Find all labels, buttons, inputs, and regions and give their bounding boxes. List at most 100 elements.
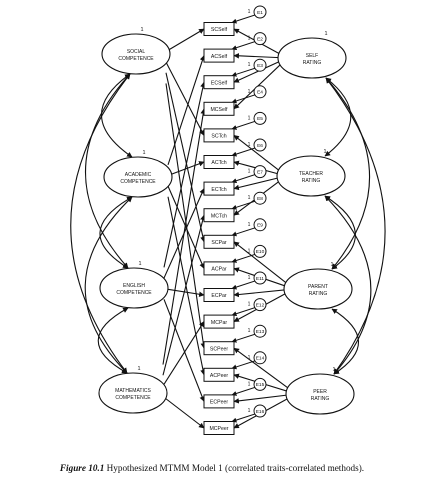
method-ellipse-self xyxy=(277,37,347,79)
indicator-label-MCTch: MCTch xyxy=(211,213,227,219)
error-path-E3 xyxy=(231,67,256,77)
indicator-label-ECPeer: ECPeer xyxy=(210,400,228,406)
cov-method-parent-peer xyxy=(331,308,359,375)
error-loading-E14: 1 xyxy=(248,355,251,361)
indicator-label-ECTch: ECTch xyxy=(211,187,226,193)
path-trait-ec-ECTch xyxy=(163,188,205,279)
error-path-E10 xyxy=(231,253,256,263)
error-circle-E9 xyxy=(253,218,267,232)
indicator-label-ECPar: ECPar xyxy=(211,293,227,299)
indicator-label-SCSelf: SCSelf xyxy=(211,27,228,33)
error-circle-E3 xyxy=(253,58,267,72)
path-method-peer-SCPeer xyxy=(233,347,291,390)
path-trait-sc-SCPeer xyxy=(165,83,207,349)
path-trait-ac-ACTch xyxy=(167,161,205,177)
cov-method-teacher-peer xyxy=(324,195,372,375)
trait-label-ac-0: ACADEMIC xyxy=(125,172,152,178)
caption-text: Hypothesized MTMM Model 1 (correlated tr… xyxy=(106,463,365,473)
error-loading-E7: 1 xyxy=(248,169,251,175)
caption-label: Figure 10.1 xyxy=(59,463,105,473)
trait-ellipse-ec xyxy=(99,267,169,309)
error-path-E8 xyxy=(231,200,256,210)
cov-method-self-teacher xyxy=(324,77,352,157)
indicator-box-SCPeer xyxy=(203,341,235,356)
trait-label-mc-1: COMPETENCE xyxy=(115,395,151,401)
error-loading-E3: 1 xyxy=(248,62,251,68)
path-trait-mc-MCPeer xyxy=(162,396,205,429)
figure-caption: Figure 10.1 Hypothesized MTMM Model 1 (c… xyxy=(0,463,424,473)
path-method-parent-ECPar xyxy=(233,289,289,298)
error-path-E9 xyxy=(231,227,256,237)
indicator-box-MCPar xyxy=(203,314,235,329)
path-method-self-ACSelf xyxy=(233,53,283,59)
trait-loading-ac: 1 xyxy=(142,150,145,156)
error-path-E14 xyxy=(231,360,256,370)
indicator-box-MCPeer xyxy=(203,421,235,435)
indicator-label-MCPeer: MCPeer xyxy=(209,426,228,432)
error-loading-E9: 1 xyxy=(248,222,251,228)
method-ellipse-peer xyxy=(285,373,355,415)
indicator-label-ACPeer: ACPeer xyxy=(210,373,228,379)
trait-loading-ec: 1 xyxy=(138,261,141,267)
indicator-box-MCSelf xyxy=(203,101,235,116)
indicator-box-ACPar xyxy=(203,261,235,276)
error-label-E3: E3 xyxy=(257,63,263,69)
indicator-box-ECPeer xyxy=(203,394,235,409)
method-label-teacher-1: RATING xyxy=(302,178,321,184)
trait-label-sc-0: SOCIAL xyxy=(127,49,146,55)
error-circle-E4 xyxy=(253,85,267,99)
method-loading-self: 1 xyxy=(324,31,327,37)
error-label-E13: E13 xyxy=(256,329,265,335)
indicator-box-ECSelf xyxy=(203,75,235,90)
error-loading-E2: 1 xyxy=(248,36,251,42)
cov-method-self-parent xyxy=(325,77,371,270)
method-ellipse-parent xyxy=(283,268,353,310)
trait-label-mc-0: MATHEMATICS xyxy=(115,388,151,394)
path-trait-mc-MCTch xyxy=(162,214,206,376)
path-trait-ac-ACPar xyxy=(167,185,205,269)
error-label-E16: E16 xyxy=(256,409,265,415)
path-method-teacher-SCTch xyxy=(233,134,282,173)
indicator-box-ECPar xyxy=(203,288,235,302)
error-circle-E10 xyxy=(253,244,267,258)
error-path-E5 xyxy=(231,120,256,130)
method-loading-parent: 1 xyxy=(330,262,333,268)
error-loading-E6: 1 xyxy=(248,142,251,148)
error-label-E7: E7 xyxy=(257,169,263,175)
error-circle-E2 xyxy=(253,32,267,46)
trait-label-ec-1: COMPETENCE xyxy=(116,290,152,296)
error-label-E6: E6 xyxy=(257,143,263,149)
indicator-box-SCSelf xyxy=(203,22,235,36)
error-loading-E4: 1 xyxy=(248,89,251,95)
error-loading-E8: 1 xyxy=(248,195,251,201)
error-label-E15: E15 xyxy=(256,382,265,388)
error-loading-E15: 1 xyxy=(248,381,251,387)
error-circle-E15 xyxy=(253,377,267,391)
error-label-E12: E12 xyxy=(256,302,265,308)
error-path-E15 xyxy=(231,386,256,396)
method-label-peer-0: PEER xyxy=(313,389,327,395)
error-path-E12 xyxy=(231,307,256,317)
error-loading-E16: 1 xyxy=(248,408,251,414)
method-label-teacher-0: TEACHER xyxy=(299,171,323,177)
method-label-self-0: SELF xyxy=(306,53,319,59)
error-path-E2 xyxy=(231,41,256,51)
method-label-self-1: RATING xyxy=(303,60,322,66)
error-loading-E12: 1 xyxy=(248,302,251,308)
error-circle-E12 xyxy=(253,298,267,312)
path-trait-mc-MCPar xyxy=(162,321,205,387)
indicator-label-ECSelf: ECSelf xyxy=(211,80,228,86)
path-trait-ac-ACPeer xyxy=(167,196,206,376)
error-label-E14: E14 xyxy=(256,356,265,362)
error-circle-E16 xyxy=(253,404,267,418)
error-label-E4: E4 xyxy=(257,90,263,96)
indicator-label-ACTch: ACTch xyxy=(211,160,226,166)
indicator-label-MCPar: MCPar xyxy=(211,320,227,326)
trait-loading-sc: 1 xyxy=(140,27,143,33)
error-circle-E11 xyxy=(253,271,267,285)
error-loading-E10: 1 xyxy=(248,248,251,254)
trait-label-ec-0: ENGLISH xyxy=(123,283,145,289)
error-circle-E5 xyxy=(253,111,267,125)
indicator-label-ACSelf: ACSelf xyxy=(211,54,228,60)
error-path-E6 xyxy=(231,147,256,157)
